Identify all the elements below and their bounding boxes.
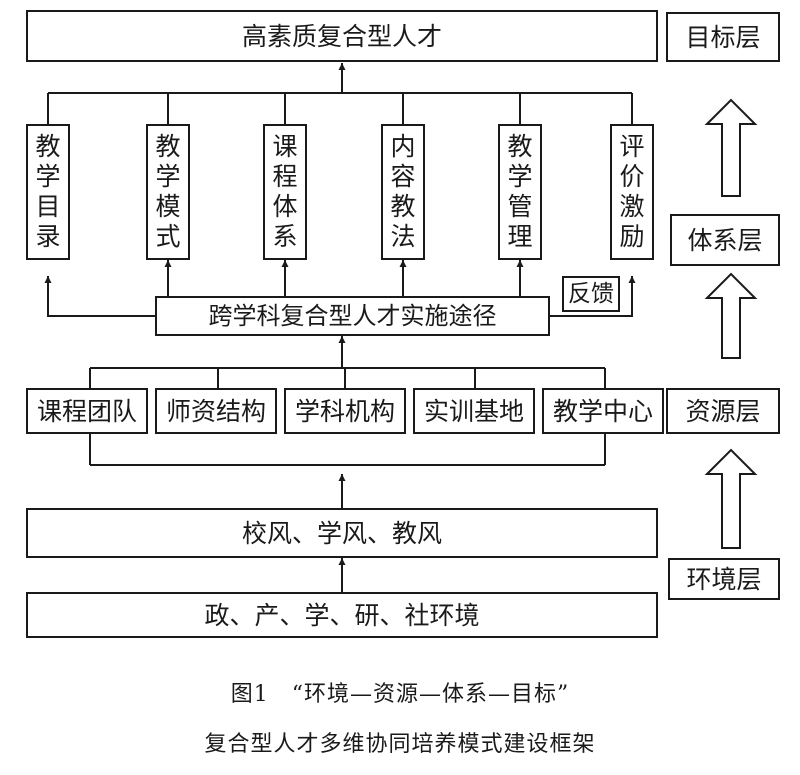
environment-box: 政、产、学、研、社环境 <box>26 592 658 638</box>
goal-box: 高素质复合型人才 <box>26 10 658 62</box>
resource-box-1: 课程团队 <box>26 388 148 434</box>
element-box-1: 教学目录 <box>26 124 70 260</box>
element-label: 课程体系 <box>272 132 298 251</box>
element-label: 内容教法 <box>390 132 416 251</box>
caption-line-1: 图1 “环境—资源—体系—目标” <box>230 682 570 707</box>
caption-line-2: 复合型人才多维协同培养模式建设框架 <box>204 732 596 757</box>
element-box-2: 教学模式 <box>146 124 190 260</box>
culture-box: 校风、学风、教风 <box>26 508 658 558</box>
element-box-4: 内容教法 <box>381 124 425 260</box>
element-box-3: 课程体系 <box>263 124 307 260</box>
environment-label: 政、产、学、研、社环境 <box>204 600 480 630</box>
element-box-6: 评价激励 <box>610 124 654 260</box>
layer-resource-text: 资源层 <box>685 396 761 426</box>
layer-label-system: 体系层 <box>670 214 780 266</box>
feedback-box: 反馈 <box>562 276 620 312</box>
element-label: 教学模式 <box>155 132 181 251</box>
resource-label: 课程团队 <box>36 396 137 426</box>
culture-label: 校风、学风、教风 <box>241 518 442 548</box>
goal-label: 高素质复合型人才 <box>241 21 442 51</box>
layer-label-environment: 环境层 <box>668 558 780 600</box>
element-label: 教学管理 <box>507 132 533 251</box>
resource-label: 教学中心 <box>552 396 653 426</box>
element-label: 评价激励 <box>619 132 645 251</box>
resource-box-2: 师资结构 <box>155 388 277 434</box>
resource-label: 师资结构 <box>165 396 266 426</box>
layer-label-goal: 目标层 <box>666 12 780 62</box>
layer-goal-text: 目标层 <box>685 22 761 52</box>
layer-system-text: 体系层 <box>687 225 763 255</box>
resource-box-4: 实训基地 <box>413 388 535 434</box>
pathway-box: 跨学科复合型人才实施途径 <box>155 296 550 336</box>
pathway-label: 跨学科复合型人才实施途径 <box>208 302 497 330</box>
layer-environment-text: 环境层 <box>686 564 762 594</box>
layer-label-resource: 资源层 <box>666 388 780 434</box>
resource-label: 实训基地 <box>423 396 524 426</box>
resource-box-3: 学科机构 <box>284 388 406 434</box>
resource-label: 学科机构 <box>294 396 395 426</box>
resource-box-5: 教学中心 <box>542 388 664 434</box>
element-label: 教学目录 <box>35 132 61 251</box>
feedback-label: 反馈 <box>568 280 614 307</box>
element-box-5: 教学管理 <box>498 124 542 260</box>
